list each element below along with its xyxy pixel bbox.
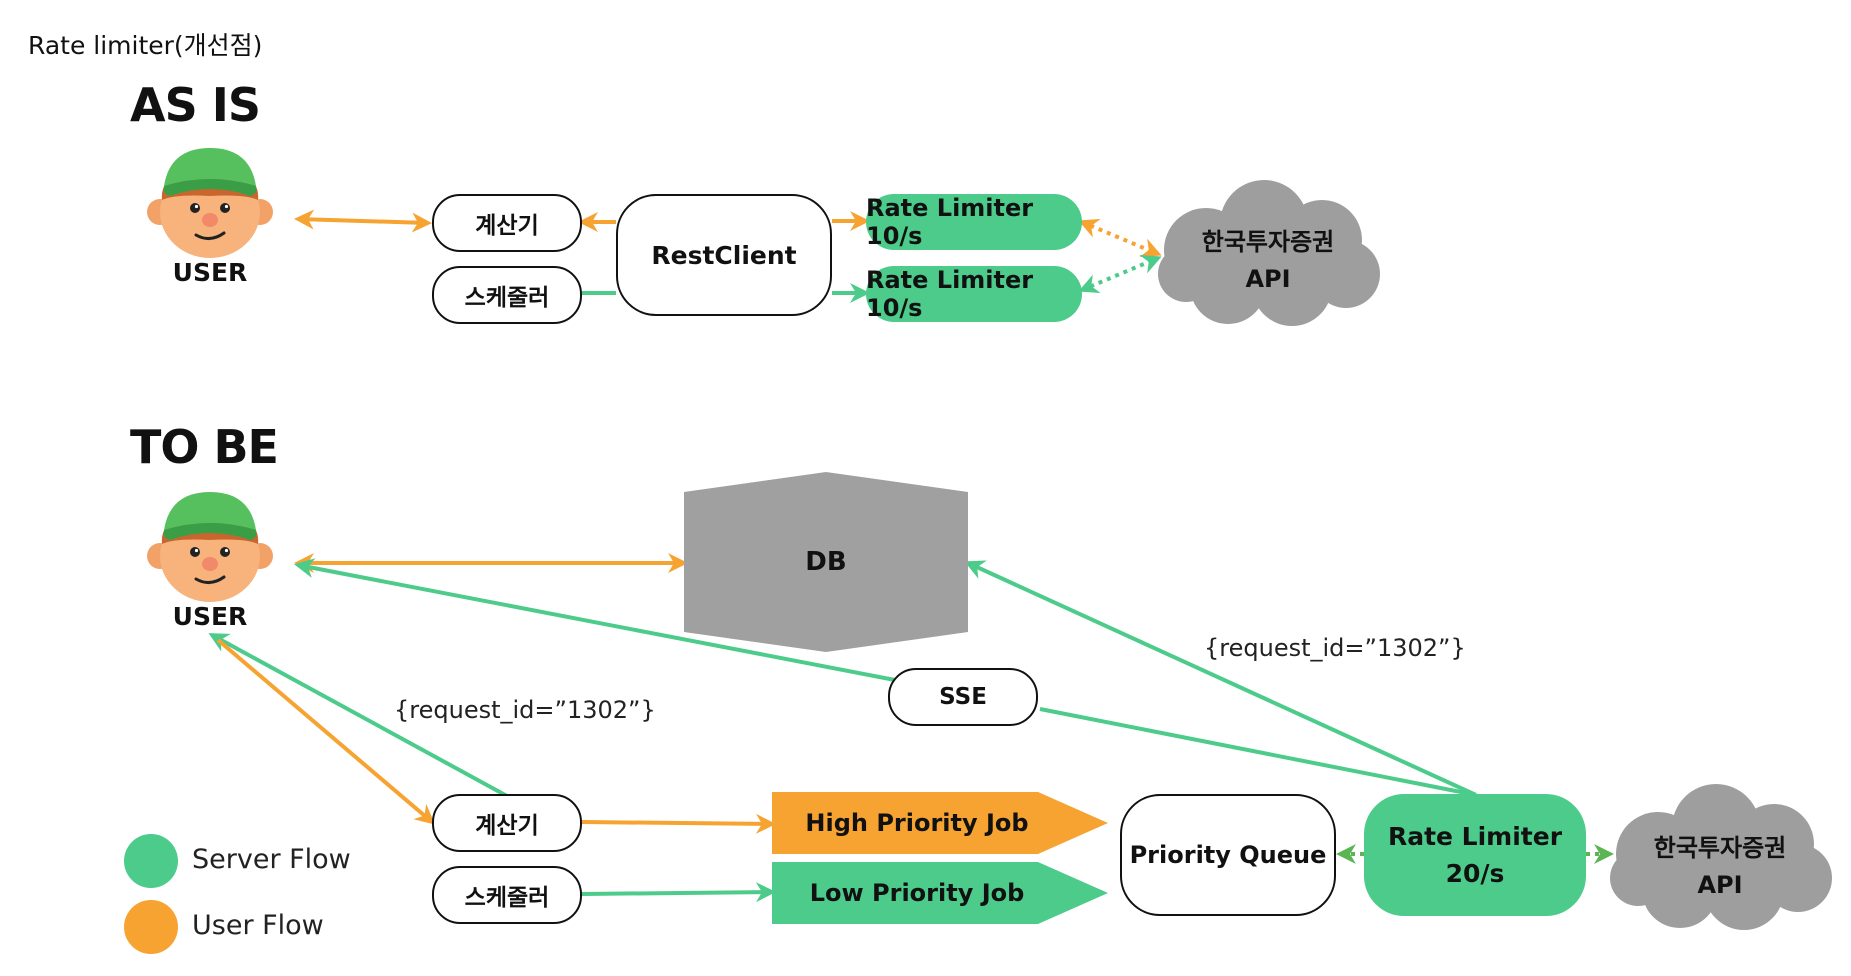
high-priority-job-shape (772, 792, 1108, 854)
tobe-sse-rl-line (1039, 707, 1477, 797)
asis-user-calc-arrow (294, 209, 432, 233)
low-priority-job-label: Low Priority Job (809, 879, 1025, 907)
user-avatar-icon (147, 148, 273, 258)
user-avatar-icon (147, 492, 273, 602)
rate-limiter-node-2: Rate Limiter 10/s (866, 266, 1082, 322)
tobe-rl-db-arrow (964, 560, 1477, 797)
request-id-label: {request_id=”1302”} (1204, 634, 1466, 662)
api-cloud-icon (1610, 784, 1832, 930)
api-cloud-label-line2: API (1245, 265, 1291, 293)
scheduler-node: 스케줄러 (432, 866, 582, 924)
rest-client-node: RestClient (616, 194, 832, 316)
tobe-sched-low-arrow (581, 882, 776, 903)
legend-server-flow-label: Server Flow (192, 844, 351, 875)
request-id-label: {request_id=”1302”} (394, 696, 656, 724)
calculator-node: 계산기 (432, 194, 582, 252)
to-be-title: TO BE (130, 420, 279, 474)
tobe-calc-user-green (208, 633, 508, 798)
priority-queue-node: Priority Queue (1120, 794, 1336, 916)
api-cloud-label-line1: 한국투자증권 (1201, 227, 1335, 256)
api-cloud-icon (1158, 180, 1380, 326)
asis-rl1-api-dotted (1078, 218, 1162, 258)
legend-server-flow-dot (124, 834, 178, 888)
user-label: USER (172, 258, 248, 287)
db-label: DB (805, 547, 847, 577)
user-label: USER (172, 602, 248, 631)
sse-node: SSE (888, 668, 1038, 726)
api-cloud-label-line2: API (1697, 871, 1743, 899)
legend-user-flow-dot (124, 900, 178, 954)
scheduler-node: 스케줄러 (432, 266, 582, 324)
page-caption: Rate limiter(개선점) (28, 31, 263, 60)
rate-limiter-node-1: Rate Limiter 10/s (866, 194, 1082, 250)
legend-user-flow-label: User Flow (192, 910, 324, 941)
rate-limiter-label-line1: Rate Limiter (1387, 822, 1563, 851)
low-priority-job-shape (772, 862, 1108, 924)
calculator-node: 계산기 (432, 794, 582, 852)
as-is-title: AS IS (130, 78, 261, 132)
rate-limiter-label-line2: 20/s (1445, 859, 1505, 888)
api-cloud-label-line1: 한국투자증권 (1653, 833, 1787, 862)
asis-rl2-api-dotted (1078, 254, 1162, 294)
rate-limiter-node: Rate Limiter 20/s (1364, 794, 1586, 916)
tobe-calc-high-arrow (581, 813, 776, 834)
tobe-user-sse-line (294, 558, 896, 682)
db-shape (684, 472, 968, 652)
high-priority-job-label: High Priority Job (805, 809, 1029, 837)
tobe-user-calc-orange (216, 638, 436, 825)
